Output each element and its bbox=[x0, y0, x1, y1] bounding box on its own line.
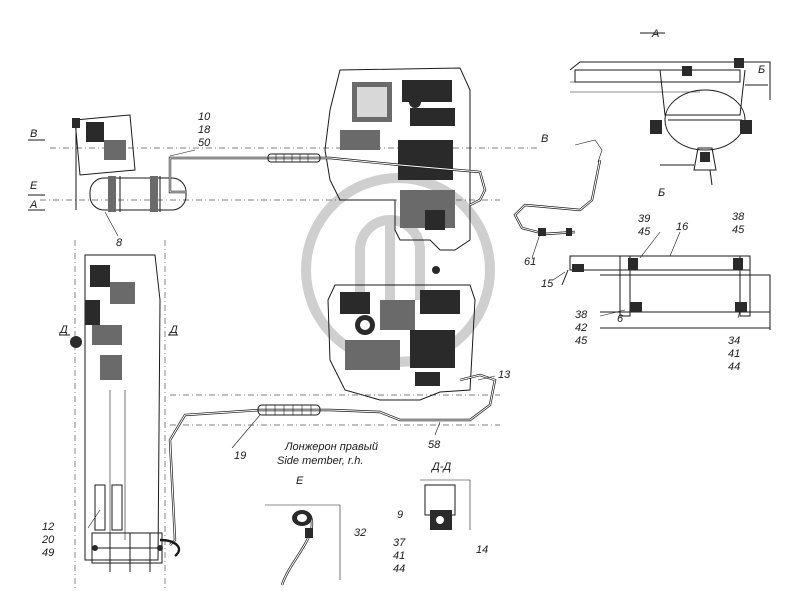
callout-58: 58 bbox=[428, 439, 441, 451]
view-letter-d-right: Д bbox=[168, 324, 178, 336]
callout-10: 10 bbox=[198, 111, 211, 123]
view-letter-d-left: Д bbox=[58, 324, 68, 336]
view-letter-b-marker: Б bbox=[758, 64, 765, 76]
callout-numbers: 10 18 50 8 61 39 45 16 38 45 15 38 42 45… bbox=[41, 111, 745, 575]
callout-13: 13 bbox=[498, 369, 511, 381]
callout-42: 42 bbox=[575, 322, 587, 334]
callout-38-right: 38 bbox=[732, 211, 745, 223]
lower-hose-sleeve bbox=[257, 404, 321, 416]
view-letter-v-left: В bbox=[30, 128, 37, 140]
callout-8: 8 bbox=[116, 237, 123, 249]
caption-en: Side member, r.h. bbox=[277, 455, 363, 467]
left-side-member bbox=[70, 254, 163, 572]
view-arrows bbox=[28, 32, 768, 336]
detail-view-a bbox=[569, 58, 771, 186]
side-member-caption: Лонжерон правый Side member, r.h. bbox=[277, 441, 378, 467]
callout-45-right: 45 bbox=[732, 224, 745, 236]
callout-45-left: 45 bbox=[575, 335, 588, 347]
callout-37: 37 bbox=[393, 537, 406, 549]
callout-61: 61 bbox=[524, 256, 536, 268]
view-letter-b-detail: Б bbox=[658, 187, 665, 199]
callout-41-right: 41 bbox=[728, 348, 740, 360]
detail-view-b bbox=[561, 255, 771, 330]
callout-15: 15 bbox=[541, 278, 554, 290]
view-letter-v-detail: В bbox=[541, 133, 548, 145]
callout-6: 6 bbox=[617, 313, 624, 325]
callout-44-bottom: 44 bbox=[393, 563, 405, 575]
view-letter-e-left: Е bbox=[30, 180, 38, 192]
detail-view-v bbox=[513, 139, 603, 236]
pipelines bbox=[159, 153, 497, 557]
callout-41-bottom: 41 bbox=[393, 550, 405, 562]
view-letters: В Е А А Б В Б Д Д Е Д-Д bbox=[29, 28, 765, 487]
callout-9: 9 bbox=[397, 509, 403, 521]
upper-tank-assembly bbox=[72, 114, 187, 212]
view-letter-e-detail: Е bbox=[296, 475, 304, 487]
callout-14: 14 bbox=[476, 544, 488, 556]
callout-12: 12 bbox=[42, 521, 54, 533]
upper-hose-sleeve bbox=[267, 153, 321, 163]
view-letter-dd-detail: Д-Д bbox=[430, 461, 451, 473]
callout-20: 20 bbox=[41, 534, 55, 546]
watermark-logo bbox=[301, 173, 495, 367]
frame-lines bbox=[40, 147, 540, 590]
caption-ru: Лонжерон правый bbox=[284, 441, 378, 453]
callout-49: 49 bbox=[42, 547, 54, 559]
detail-view-dd bbox=[420, 479, 471, 530]
callout-16: 16 bbox=[676, 221, 689, 233]
callout-44-right: 44 bbox=[728, 361, 740, 373]
callout-39: 39 bbox=[638, 213, 650, 225]
leader-lines bbox=[87, 149, 741, 529]
callout-38-left: 38 bbox=[575, 309, 588, 321]
callout-18: 18 bbox=[198, 124, 211, 136]
callout-19: 19 bbox=[234, 450, 246, 462]
callout-50: 50 bbox=[198, 137, 211, 149]
callout-32: 32 bbox=[354, 527, 366, 539]
callout-45-upper: 45 bbox=[638, 226, 651, 238]
view-letter-a-left: А bbox=[29, 199, 37, 211]
view-letter-a-detail: А bbox=[651, 28, 659, 40]
detail-view-e bbox=[265, 504, 341, 586]
callout-34: 34 bbox=[728, 335, 740, 347]
engine-assembly bbox=[324, 67, 476, 401]
